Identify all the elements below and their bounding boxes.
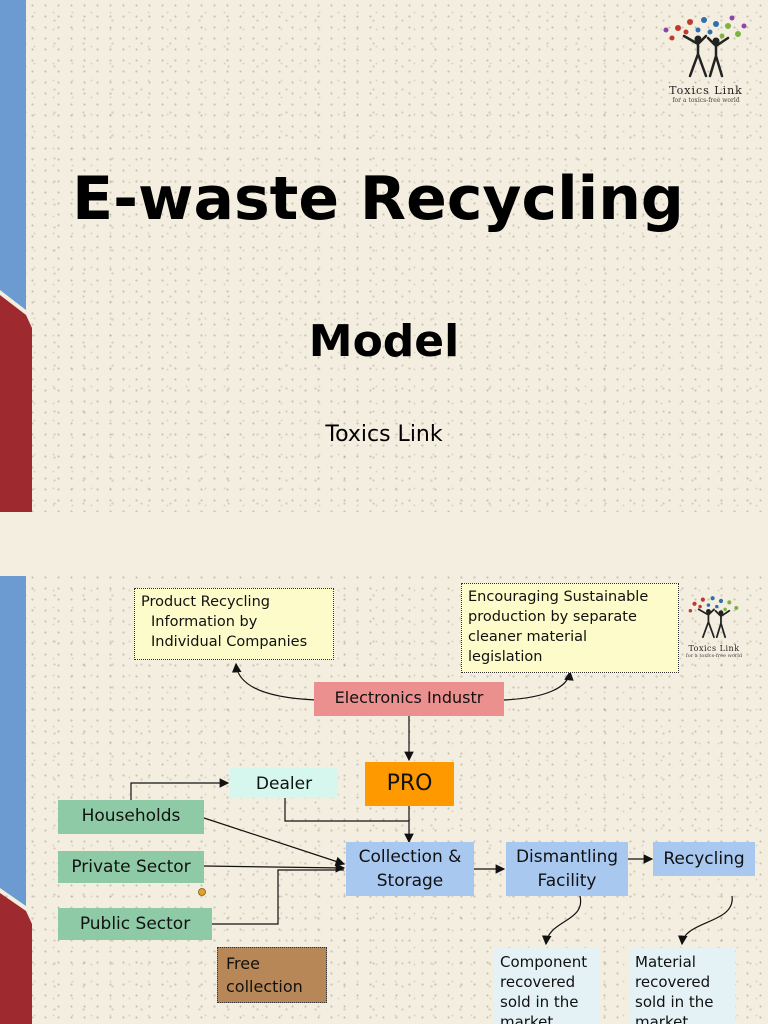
toxics-link-logo-small: Toxics Link for a toxics-free world bbox=[682, 594, 746, 659]
collection-line-2: Storage bbox=[376, 871, 444, 891]
title-slide: Toxics Link for a toxics-free world E-wa… bbox=[0, 0, 752, 512]
free-line-1: Free bbox=[226, 954, 260, 973]
electronics-industry-box: Electronics Industr bbox=[314, 682, 504, 716]
material-line-2: recovered bbox=[635, 973, 711, 991]
toxics-link-logo: Toxics Link for a toxics-free world bbox=[660, 14, 752, 104]
free-collection-box: Free collection bbox=[217, 947, 327, 1003]
slide-subtitle: Model bbox=[308, 316, 460, 367]
sustain-line-1: Encouraging Sustainable bbox=[468, 589, 649, 605]
component-line-4: market bbox=[500, 1013, 554, 1024]
logo-tagline-small: for a toxics-free world bbox=[685, 653, 743, 659]
material-line-1: Material bbox=[635, 953, 696, 971]
free-line-2: collection bbox=[226, 977, 303, 996]
slide-title: E-waste Recycling bbox=[72, 164, 684, 234]
dismantling-line-2: Facility bbox=[537, 871, 597, 891]
info-line-2: Information by bbox=[151, 614, 258, 630]
tree-people-icon bbox=[663, 15, 747, 78]
component-line-2: recovered bbox=[500, 973, 576, 991]
info-box: Product Recycling Information by Individ… bbox=[134, 588, 334, 660]
logo-tagline: for a toxics-free world bbox=[672, 97, 740, 104]
pro-box: PRO bbox=[365, 762, 454, 806]
collection-line-1: Collection & bbox=[358, 847, 462, 867]
left-decor-bar bbox=[0, 0, 32, 512]
dealer-box: Dealer bbox=[230, 768, 338, 798]
material-line-4: market bbox=[635, 1013, 689, 1024]
info-line-1: Product Recycling bbox=[141, 594, 270, 610]
left-decor-bar bbox=[0, 576, 32, 1024]
private-sector-box: Private Sector bbox=[58, 851, 204, 883]
tree-people-icon bbox=[688, 596, 739, 639]
households-box: Households bbox=[58, 800, 204, 834]
slide-author: Toxics Link bbox=[325, 422, 443, 447]
component-recovered-box: Component recovered sold in the market bbox=[494, 948, 600, 1024]
recycling-box: Recycling bbox=[653, 842, 755, 876]
public-sector-box: Public Sector bbox=[58, 908, 212, 940]
diagram-slide: Product Recycling Information by Individ… bbox=[0, 576, 768, 1024]
material-line-3: sold in the bbox=[635, 993, 714, 1011]
flow-connectors bbox=[130, 662, 733, 946]
component-line-3: sold in the bbox=[500, 993, 579, 1011]
info-line-3: Individual Companies bbox=[151, 634, 308, 650]
collection-storage-box: Collection & Storage bbox=[346, 842, 474, 896]
sustain-box: Encouraging Sustainable production by se… bbox=[461, 583, 679, 673]
logo-name: Toxics Link bbox=[669, 84, 743, 97]
dismantling-line-1: Dismantling bbox=[515, 847, 619, 867]
sustain-line-4: legislation bbox=[468, 649, 543, 665]
logo-name-small: Toxics Link bbox=[688, 644, 740, 653]
component-line-1: Component bbox=[500, 953, 588, 971]
sustain-line-3: cleaner material bbox=[468, 629, 588, 645]
slide-separator bbox=[0, 512, 768, 576]
material-recovered-box: Material recovered sold in the market bbox=[629, 948, 735, 1024]
dismantling-facility-box: Dismantling Facility bbox=[506, 842, 628, 896]
sustain-line-2: production by separate bbox=[468, 609, 637, 625]
